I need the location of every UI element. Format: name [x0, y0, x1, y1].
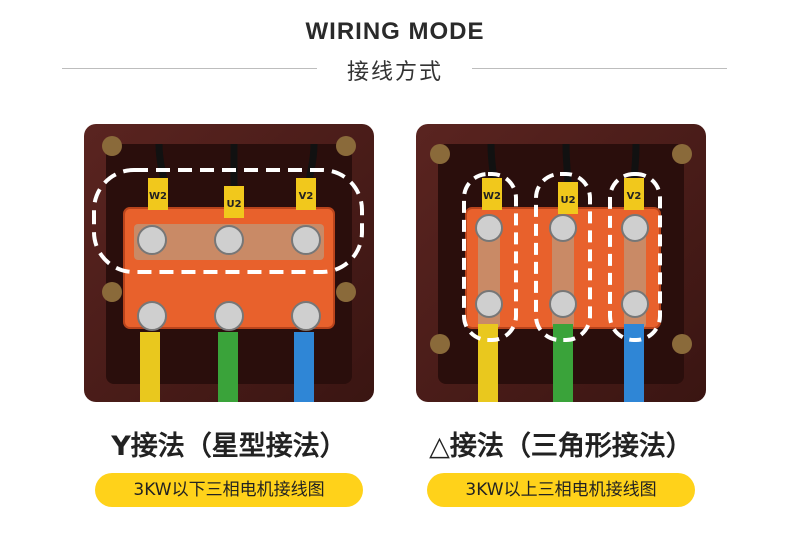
delta-connection-photo: W2 U2 V2: [416, 124, 706, 402]
star-connection-badge: 3KW以下三相电机接线图: [95, 473, 363, 507]
divider-right: [472, 68, 727, 69]
svg-text:V2: V2: [299, 191, 314, 202]
page-title-zh: 接线方式: [346, 60, 443, 85]
delta-connection-caption: △接法（三角形接法）: [429, 431, 693, 462]
svg-text:W2: W2: [483, 191, 501, 202]
page-title-en: WIRING MODE: [305, 18, 485, 45]
divider-left: [62, 68, 317, 69]
star-connection-photo: W2 U2 V2: [84, 124, 374, 402]
delta-connection-badge: 3KW以上三相电机接线图: [427, 473, 695, 507]
svg-text:W2: W2: [149, 191, 167, 202]
svg-text:U2: U2: [560, 195, 575, 206]
svg-text:V2: V2: [627, 191, 642, 202]
svg-text:U2: U2: [226, 199, 241, 210]
star-connection-caption: Y接法（星型接法）: [111, 431, 347, 462]
